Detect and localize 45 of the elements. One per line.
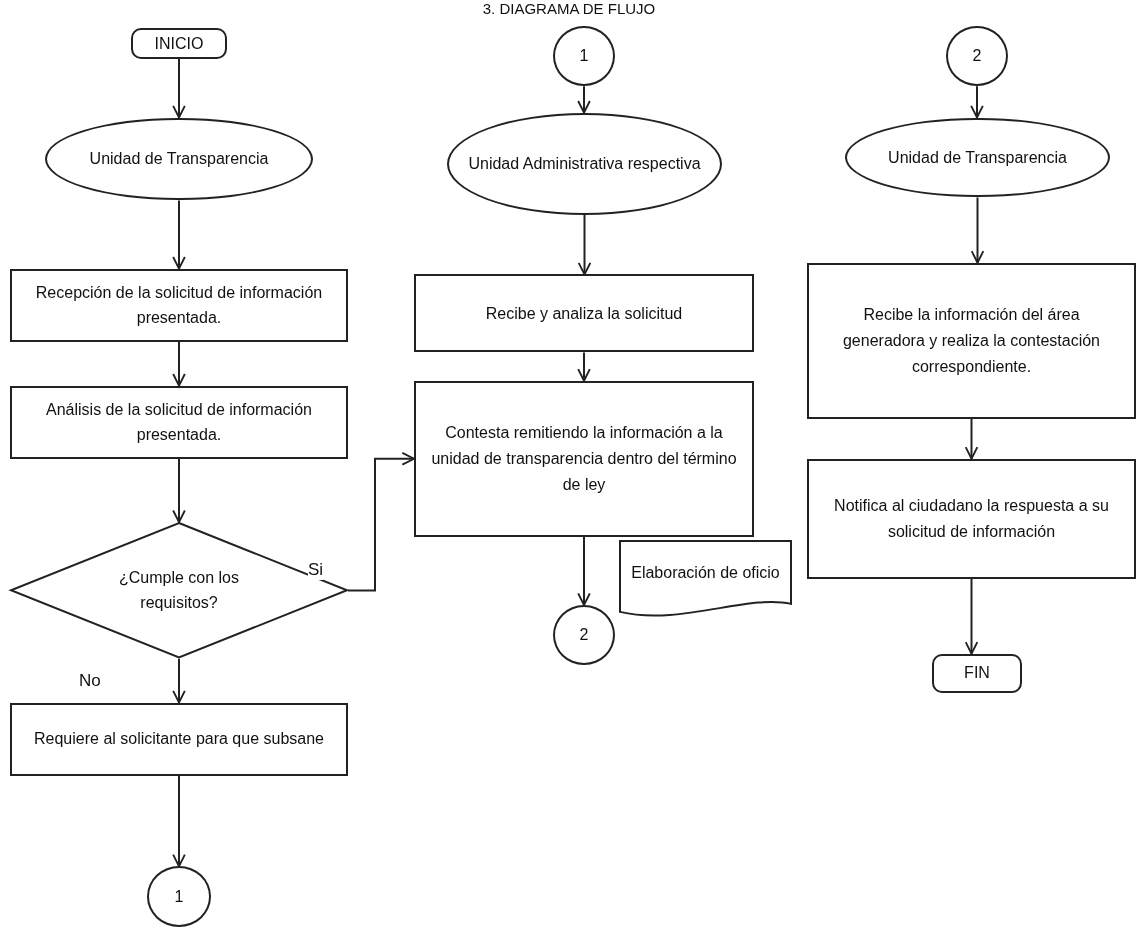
node-text: ¿Cumple con los requisitos?	[117, 567, 240, 614]
node-text: 2	[972, 46, 982, 67]
node-text: Requiere al solicitante para que subsane	[34, 729, 324, 750]
node-text: Recibe la información del área generadora y realiza la contestación correspondiente.	[841, 305, 1101, 377]
node-text: Recepción de la solicitud de información presentada.	[34, 282, 324, 329]
arrow	[347, 452, 415, 592]
arrow	[172, 58, 186, 119]
node-text: Unidad de Transparencia	[89, 149, 269, 170]
node-text: 2	[579, 625, 589, 646]
decision-diamond	[10, 522, 348, 659]
arrow	[577, 535, 591, 606]
arrow	[172, 340, 186, 387]
node-text: Notifica al ciudadano la respuesta a su solicitud de información	[833, 496, 1110, 542]
process-box	[807, 262, 1136, 419]
node-text: 1	[174, 886, 184, 907]
arrow	[970, 196, 985, 264]
arrow	[172, 774, 186, 868]
arrow	[172, 657, 186, 704]
terminal-box	[131, 27, 227, 59]
arrow	[964, 417, 979, 460]
terminal-box	[932, 653, 1022, 693]
node-text: INICIO	[154, 33, 204, 54]
arrow	[172, 199, 186, 270]
node-text: Recibe y analiza la solicitud	[485, 303, 683, 324]
node-text: 1	[579, 46, 589, 67]
node-text: Unidad Administrativa respectiva	[468, 154, 701, 174]
node-text: Unidad de Transparencia	[888, 147, 1067, 168]
arrow	[970, 85, 984, 119]
process-box	[414, 274, 754, 353]
node-text: Contesta remitiendo la información a la unidad de transparencia dentro del término de ley	[430, 423, 738, 495]
node-text: Elaboración de oficio	[631, 562, 780, 583]
process-box	[10, 385, 348, 459]
arrow	[577, 351, 591, 382]
node-text: FIN	[964, 663, 990, 684]
arrow	[577, 214, 592, 276]
arrow	[577, 85, 591, 114]
diagram-title: 3. DIAGRAMA DE FLUJO	[481, 0, 657, 17]
edge-label: Si	[308, 560, 324, 581]
process-box	[10, 702, 348, 776]
process-box	[807, 458, 1136, 579]
process-box	[10, 268, 348, 342]
arrow	[964, 577, 979, 655]
arrow	[172, 457, 186, 524]
process-box	[414, 380, 754, 537]
node-text: Análisis de la solicitud de información presentada.	[45, 399, 313, 446]
